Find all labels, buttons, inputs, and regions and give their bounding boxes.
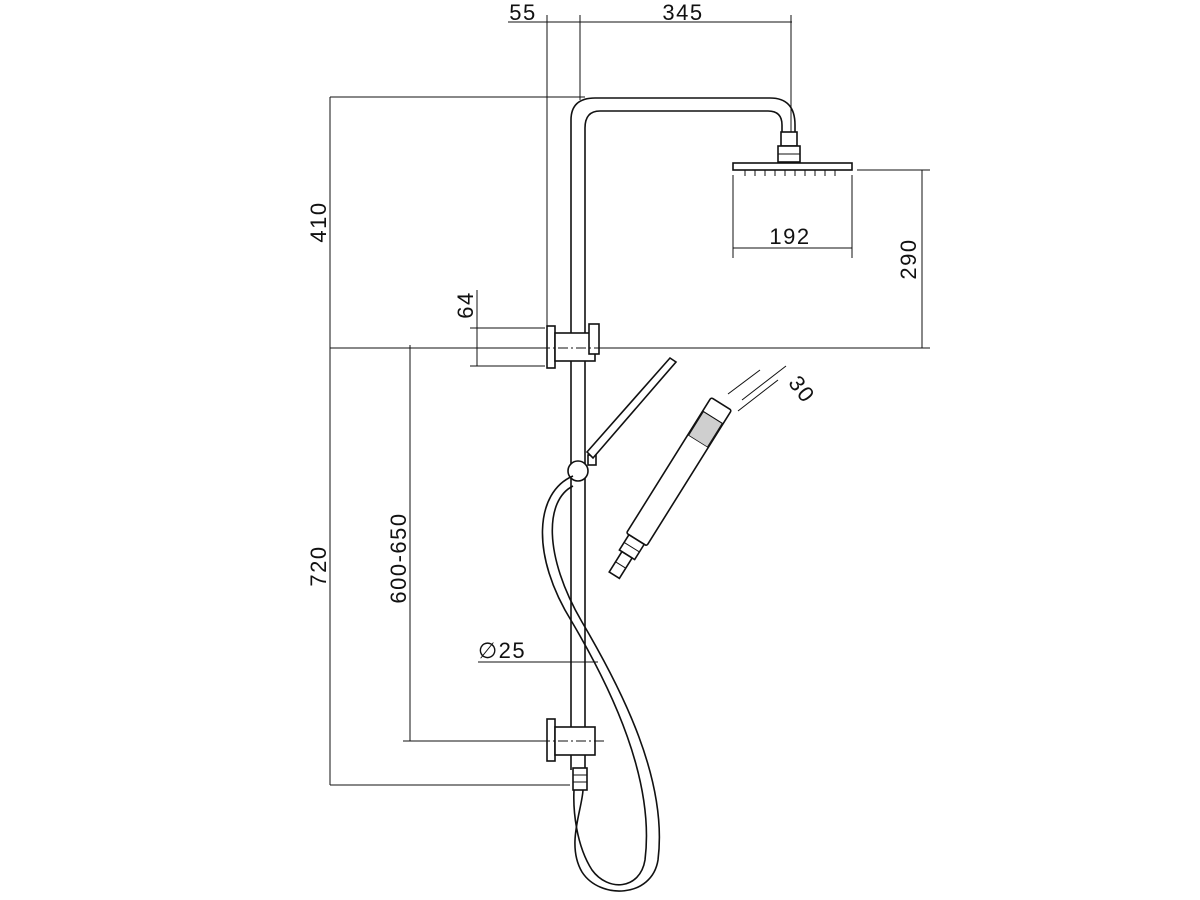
dim-arm-offset: 55 [509, 0, 536, 25]
dim-head-width: 192 [769, 224, 810, 249]
hose-connector [572, 767, 588, 791]
dim-head-drop: 290 [896, 238, 921, 279]
dim-adjustable-height: 600-650 [386, 512, 411, 603]
upper-wall-bracket [540, 323, 605, 369]
dim-arm-length: 345 [662, 0, 703, 25]
shower-rail [570, 97, 796, 770]
dim-top-height: 410 [306, 201, 331, 242]
dim-rail-length: 720 [306, 545, 331, 586]
hand-shower-detail [608, 397, 732, 580]
dimension-labels: 55 345 192 290 410 64 30 720 600-650 ∅25 [306, 0, 921, 663]
overhead-shower-head [732, 131, 853, 176]
lower-wall-bracket [540, 718, 605, 762]
dim-hand-shower-diameter: 30 [784, 371, 821, 408]
dim-rail-diameter: ∅25 [478, 638, 526, 663]
dimension-lines [329, 15, 930, 786]
shower-hose [541, 475, 661, 892]
dim-bracket-spacing: 64 [453, 291, 478, 318]
shower-head-nozzles [744, 170, 836, 176]
docked-hand-shower [585, 356, 678, 460]
